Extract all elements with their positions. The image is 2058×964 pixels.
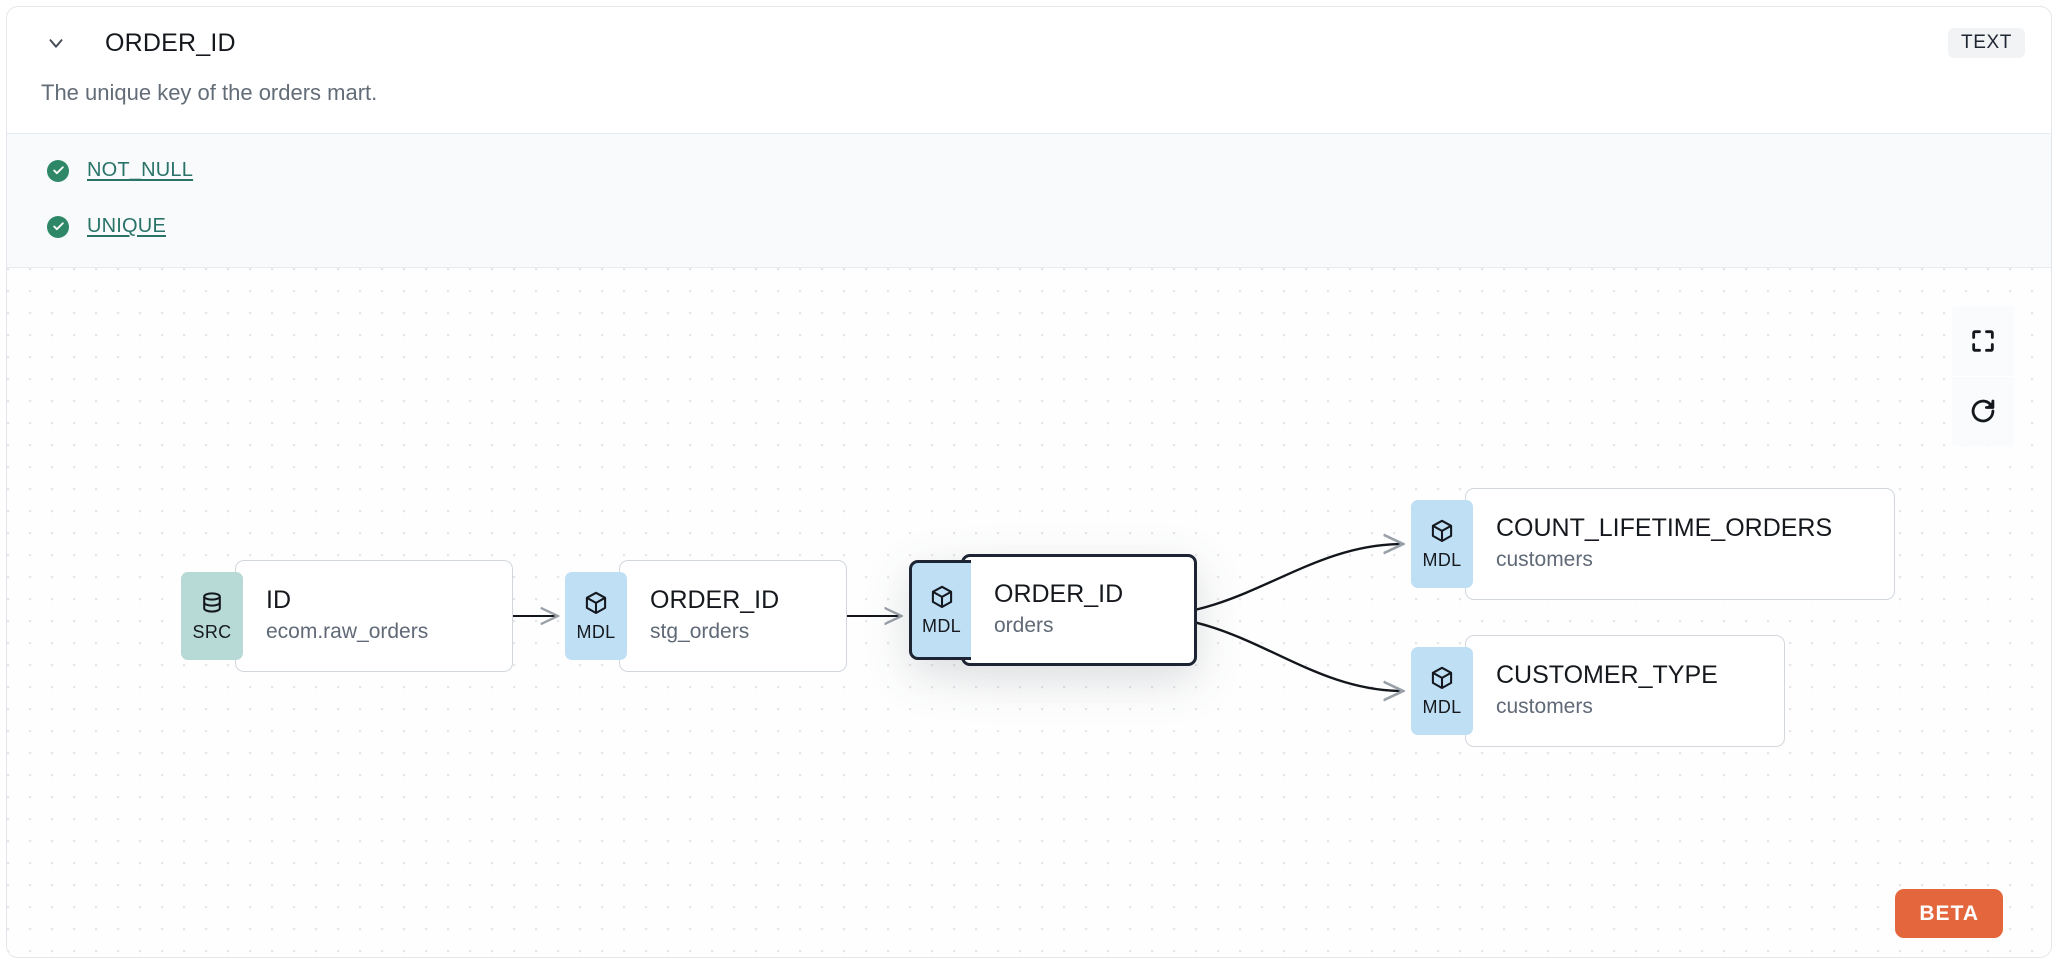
node-subtitle: customers xyxy=(1496,694,1593,718)
node-type-label: MDL xyxy=(1422,550,1462,570)
lineage-canvas[interactable]: SRC ID ecom.raw_orders MDL ORDER_ID stg_… xyxy=(7,267,2051,957)
node-type-label: MDL xyxy=(576,622,616,642)
node-body: ORDER_ID orders xyxy=(961,553,1197,666)
check-circle-icon xyxy=(47,215,69,238)
test-link-unique[interactable]: UNIQUE xyxy=(87,215,166,237)
check-circle-icon xyxy=(47,159,69,182)
chevron-down-icon[interactable] xyxy=(41,28,71,58)
column-detail-card: ORDER_ID TEXT The unique key of the orde… xyxy=(6,6,2052,958)
tests-section: NOT_NULL UNIQUE xyxy=(7,132,2051,268)
lineage-node-src-id[interactable]: SRC ID ecom.raw_orders xyxy=(181,559,513,672)
canvas-controls xyxy=(1952,305,2014,446)
node-subtitle: orders xyxy=(994,613,1054,637)
node-name: ORDER_ID xyxy=(650,586,780,615)
node-body: COUNT_LIFETIME_ORDERS customers xyxy=(1465,487,1895,600)
column-description: The unique key of the orders mart. xyxy=(41,80,378,105)
node-type-label: MDL xyxy=(1422,697,1462,717)
node-type-label: SRC xyxy=(192,622,232,642)
node-type-badge-mdl: MDL xyxy=(565,571,627,660)
node-body: ORDER_ID stg_orders xyxy=(619,559,847,672)
data-type-badge: TEXT xyxy=(1948,28,2025,58)
node-name: ID xyxy=(266,586,291,615)
cube-icon xyxy=(583,590,609,621)
node-name: CUSTOMER_TYPE xyxy=(1496,661,1718,690)
page-title: ORDER_ID xyxy=(105,28,236,57)
column-header: ORDER_ID TEXT xyxy=(7,7,2051,79)
test-row: UNIQUE xyxy=(47,207,2017,247)
node-type-badge-mdl: MDL xyxy=(1411,499,1473,588)
beta-badge[interactable]: BETA xyxy=(1895,888,2003,938)
node-type-badge-mdl: MDL xyxy=(909,559,971,660)
database-icon xyxy=(199,590,225,621)
lineage-node-mdl-stg-order-id[interactable]: MDL ORDER_ID stg_orders xyxy=(565,559,847,672)
lineage-node-mdl-customers-customer-type[interactable]: MDL CUSTOMER_TYPE customers xyxy=(1411,634,1785,747)
test-row: NOT_NULL xyxy=(47,151,2017,191)
lineage-node-mdl-customers-count-lifetime-orders[interactable]: MDL COUNT_LIFETIME_ORDERS customers xyxy=(1411,487,1895,600)
node-type-label: MDL xyxy=(922,616,961,636)
node-body: ID ecom.raw_orders xyxy=(235,559,513,672)
node-type-badge-mdl: MDL xyxy=(1411,646,1473,735)
cube-icon xyxy=(1429,665,1455,696)
node-name: COUNT_LIFETIME_ORDERS xyxy=(1496,514,1833,543)
node-subtitle: ecom.raw_orders xyxy=(266,619,429,643)
refresh-icon[interactable] xyxy=(1952,375,2014,446)
node-subtitle: customers xyxy=(1496,547,1593,571)
node-name: ORDER_ID xyxy=(994,580,1124,609)
cube-icon xyxy=(1429,518,1455,549)
fit-to-screen-icon[interactable] xyxy=(1952,306,2014,376)
cube-icon xyxy=(929,584,955,615)
lineage-node-mdl-orders-order-id[interactable]: MDL ORDER_ID orders xyxy=(909,553,1197,666)
test-link-not-null[interactable]: NOT_NULL xyxy=(87,159,194,181)
node-body: CUSTOMER_TYPE customers xyxy=(1465,634,1785,747)
node-type-badge-src: SRC xyxy=(181,571,243,660)
node-subtitle: stg_orders xyxy=(650,619,750,643)
